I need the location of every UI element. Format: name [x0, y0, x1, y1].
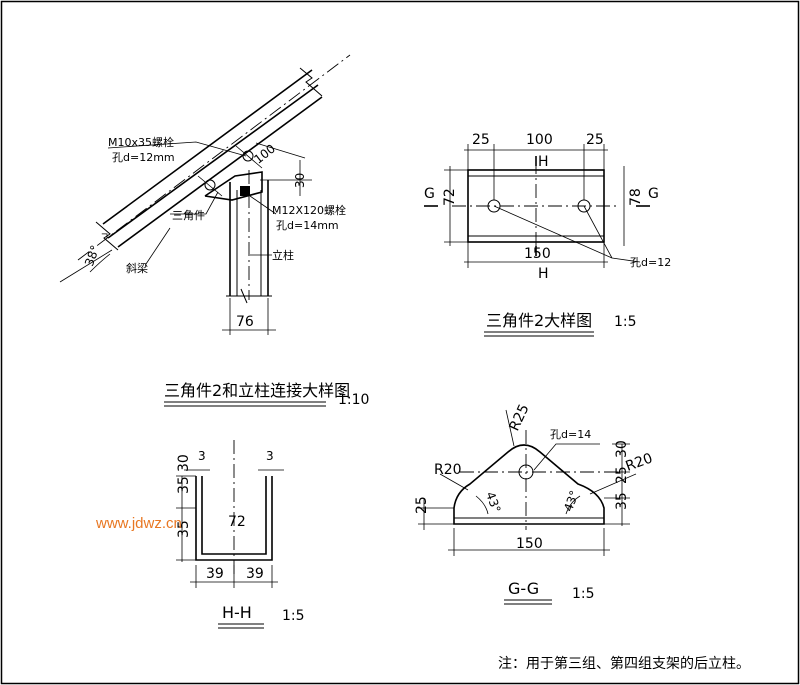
- bolt1-spec-label: M10x35螺栓: [108, 135, 174, 149]
- gg-hole-note: 孔d=14: [550, 428, 591, 441]
- hh-title: H-H: [222, 603, 252, 622]
- hh-dim-3a: 3: [198, 449, 206, 463]
- detail-dim-25a: 25: [472, 132, 490, 148]
- detail-hole-note: 孔d=12: [630, 256, 671, 269]
- detail-section-h-bottom: H: [538, 266, 549, 282]
- hh-dim-3b: 3: [266, 449, 274, 463]
- gg-dim-25b: 25: [414, 496, 430, 514]
- detail-title: 三角件2大样图: [486, 311, 592, 330]
- connection-title: 三角件2和立柱连接大样图: [164, 381, 350, 400]
- bolt1-hole-label: 孔d=12mm: [112, 151, 175, 164]
- section-gg-view: [418, 409, 637, 605]
- detail-dim-25b: 25: [586, 132, 604, 148]
- gg-angle-a: 43°: [483, 490, 503, 515]
- gg-dim-30: 30: [614, 440, 630, 458]
- bracket-detail-view: [424, 144, 650, 337]
- gg-dim-25a: 25: [614, 466, 630, 484]
- watermark: www.jdwz.cn: [95, 515, 182, 532]
- connection-scale: 1:10: [338, 392, 369, 408]
- hh-dim-30: 30: [176, 454, 192, 472]
- gg-scale: 1:5: [572, 586, 595, 602]
- hh-dim-39a: 39: [206, 566, 224, 582]
- detail-dim-100: 100: [526, 132, 553, 148]
- hh-dim-35a: 35: [176, 476, 192, 494]
- gg-title: G-G: [508, 579, 539, 598]
- detail-section-h-top: H: [538, 154, 549, 170]
- detail-dim-72: 72: [442, 188, 458, 206]
- gg-dim-150: 150: [516, 536, 543, 552]
- gg-dim-35: 35: [614, 492, 630, 510]
- bolt2-hole-label: 孔d=14mm: [276, 219, 339, 232]
- gg-r20a: R20: [434, 462, 462, 478]
- bolt2-spec-label: M12X120螺栓: [272, 203, 346, 217]
- dim-30-label: 30: [293, 173, 307, 188]
- section-hh-view: [176, 440, 284, 629]
- bracket-label: 三角件: [172, 209, 205, 222]
- general-note: 注：用于第三组、第四组支架的后立柱。: [498, 655, 750, 672]
- detail-dim-150: 150: [524, 246, 551, 262]
- hh-dim-72: 72: [228, 514, 246, 530]
- dim-38-label: 38°: [82, 243, 102, 268]
- hh-scale: 1:5: [282, 608, 305, 624]
- beam-label: 斜梁: [126, 261, 148, 275]
- dim-76-label: 76: [236, 314, 254, 330]
- gg-angle-b: 43°: [561, 489, 581, 514]
- hh-dim-35b: 35: [176, 520, 192, 538]
- gg-r25: R25: [506, 402, 532, 434]
- detail-scale: 1:5: [614, 314, 637, 330]
- hh-dim-39b: 39: [246, 566, 264, 582]
- detail-section-g-right: G: [648, 186, 659, 202]
- dim-k-label: ㄱ: [100, 232, 109, 243]
- post-label: 立柱: [272, 248, 294, 262]
- detail-section-g-left: G: [424, 186, 435, 202]
- detail-dim-78: 78: [628, 188, 644, 206]
- connection-view: [59, 54, 351, 407]
